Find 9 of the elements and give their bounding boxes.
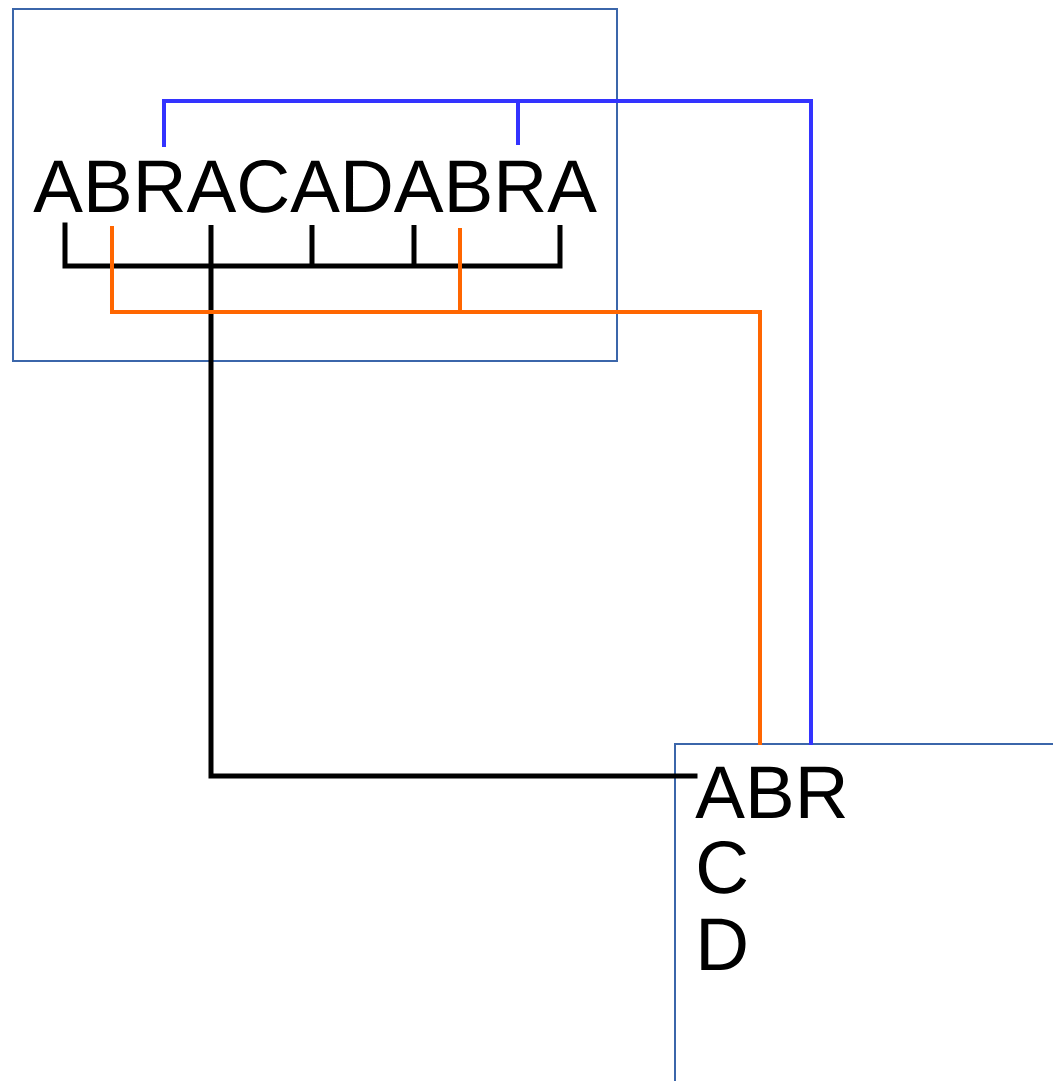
connector-line (162, 99, 813, 745)
letters: D (701, 918, 746, 970)
letters: C (699, 840, 747, 894)
frame-box (12, 8, 618, 362)
connector-line (110, 226, 762, 745)
frame-box (674, 743, 1053, 1081)
letters: ABR (695, 766, 846, 818)
letters: ABRACADABRA (33, 159, 597, 213)
connector-line (62, 222, 698, 779)
